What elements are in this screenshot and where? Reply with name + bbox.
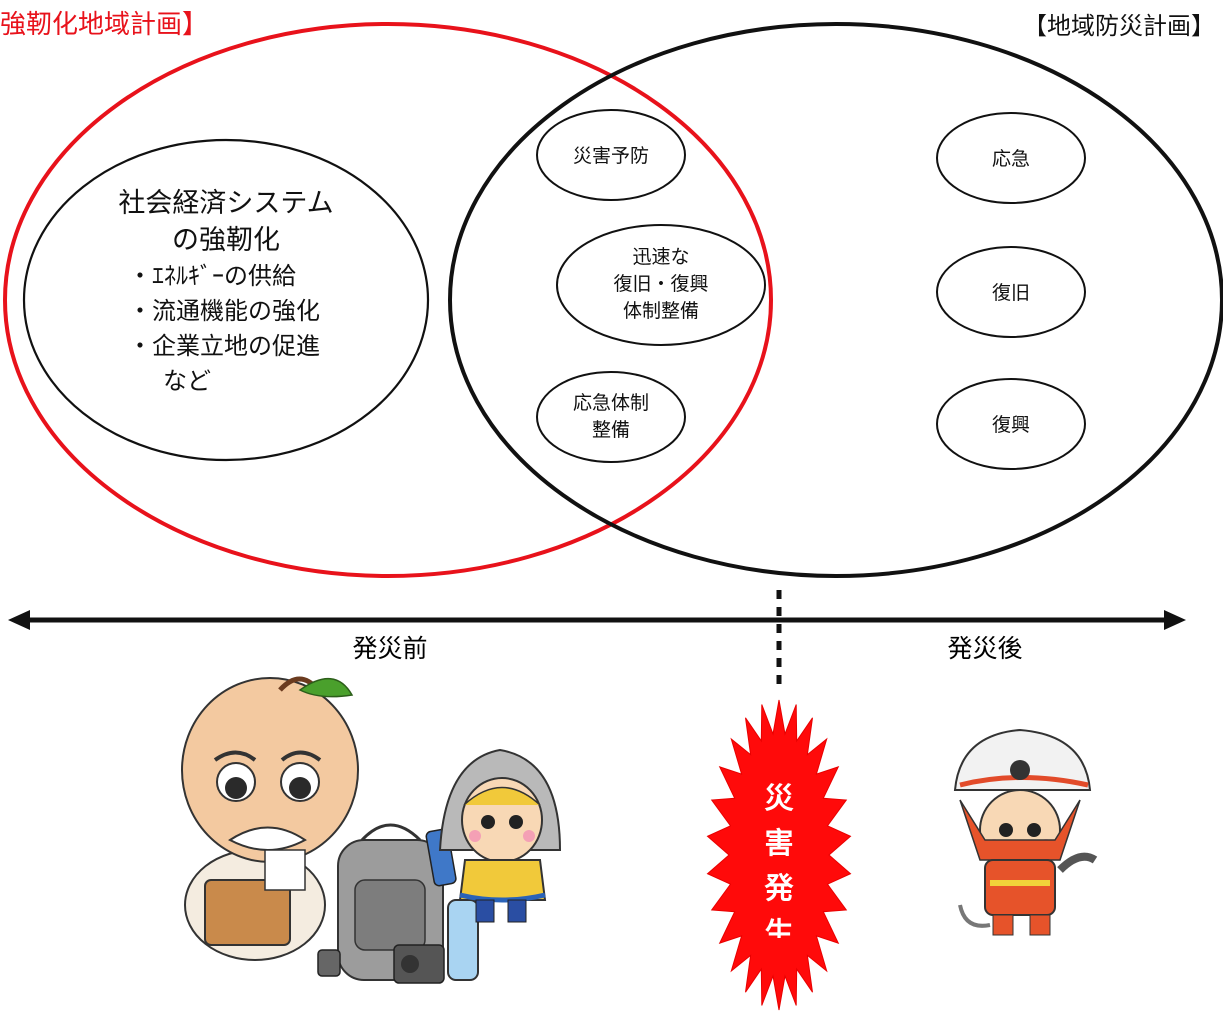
timeline-arrowhead-left [8, 610, 30, 630]
recovery-system-line3: 体制整備 [623, 300, 699, 322]
social-bullet-energy: ・ｴﾈﾙｷﾞｰの供給 [128, 262, 296, 290]
reconstruction-ellipse [936, 378, 1086, 470]
emergency-label: 応急 [992, 148, 1030, 170]
emergency-system-line2: 整備 [592, 419, 630, 441]
emergency-backpack-illustration [317, 823, 479, 984]
emergency-system-ellipse [536, 371, 686, 463]
prevention-ellipse [536, 109, 686, 201]
timeline-arrowhead-right [1164, 610, 1186, 630]
firefighter-illustration [953, 728, 1098, 936]
emergency-system-line1: 応急体制 [573, 392, 649, 414]
burst-char-3: 発 [763, 871, 794, 905]
hooded-child-illustration [438, 748, 562, 923]
restoration-ellipse [936, 246, 1086, 338]
disaster-plan-circle [448, 22, 1223, 578]
prevention-label: 災害予防 [573, 145, 649, 167]
recovery-system-line2: 復旧・復興 [613, 273, 708, 295]
recovery-system-ellipse [556, 224, 766, 346]
resilience-plan-title: 強靭化地域計画】 [0, 10, 209, 40]
reconstruction-label: 復興 [992, 414, 1030, 436]
emergency-ellipse [936, 112, 1086, 204]
disaster-burst [706, 699, 852, 1011]
disaster-plan-title: 【地域防災計画】 [1023, 12, 1215, 40]
after-disaster-label: 発災後 [947, 634, 1022, 663]
restoration-label: 復旧 [992, 282, 1030, 304]
social-bullet-logistics: ・流通機能の強化 [128, 297, 320, 325]
social-bullet-business: ・企業立地の促進 [128, 332, 320, 360]
burst-char-2: 害 [764, 826, 793, 860]
social-heading-line2: の強靭化 [172, 225, 280, 256]
elder-mascot-illustration [181, 676, 359, 961]
burst-char-4: 生 [764, 916, 793, 950]
before-disaster-label: 発災前 [352, 634, 427, 663]
burst-char-1: 災 [764, 781, 794, 815]
resilience-plan-circle [3, 22, 773, 578]
social-system-ellipse [22, 138, 430, 462]
social-heading-line1: 社会経済システム [118, 188, 333, 219]
recovery-system-line1: 迅速な [632, 246, 689, 268]
social-suffix: など [163, 367, 211, 395]
